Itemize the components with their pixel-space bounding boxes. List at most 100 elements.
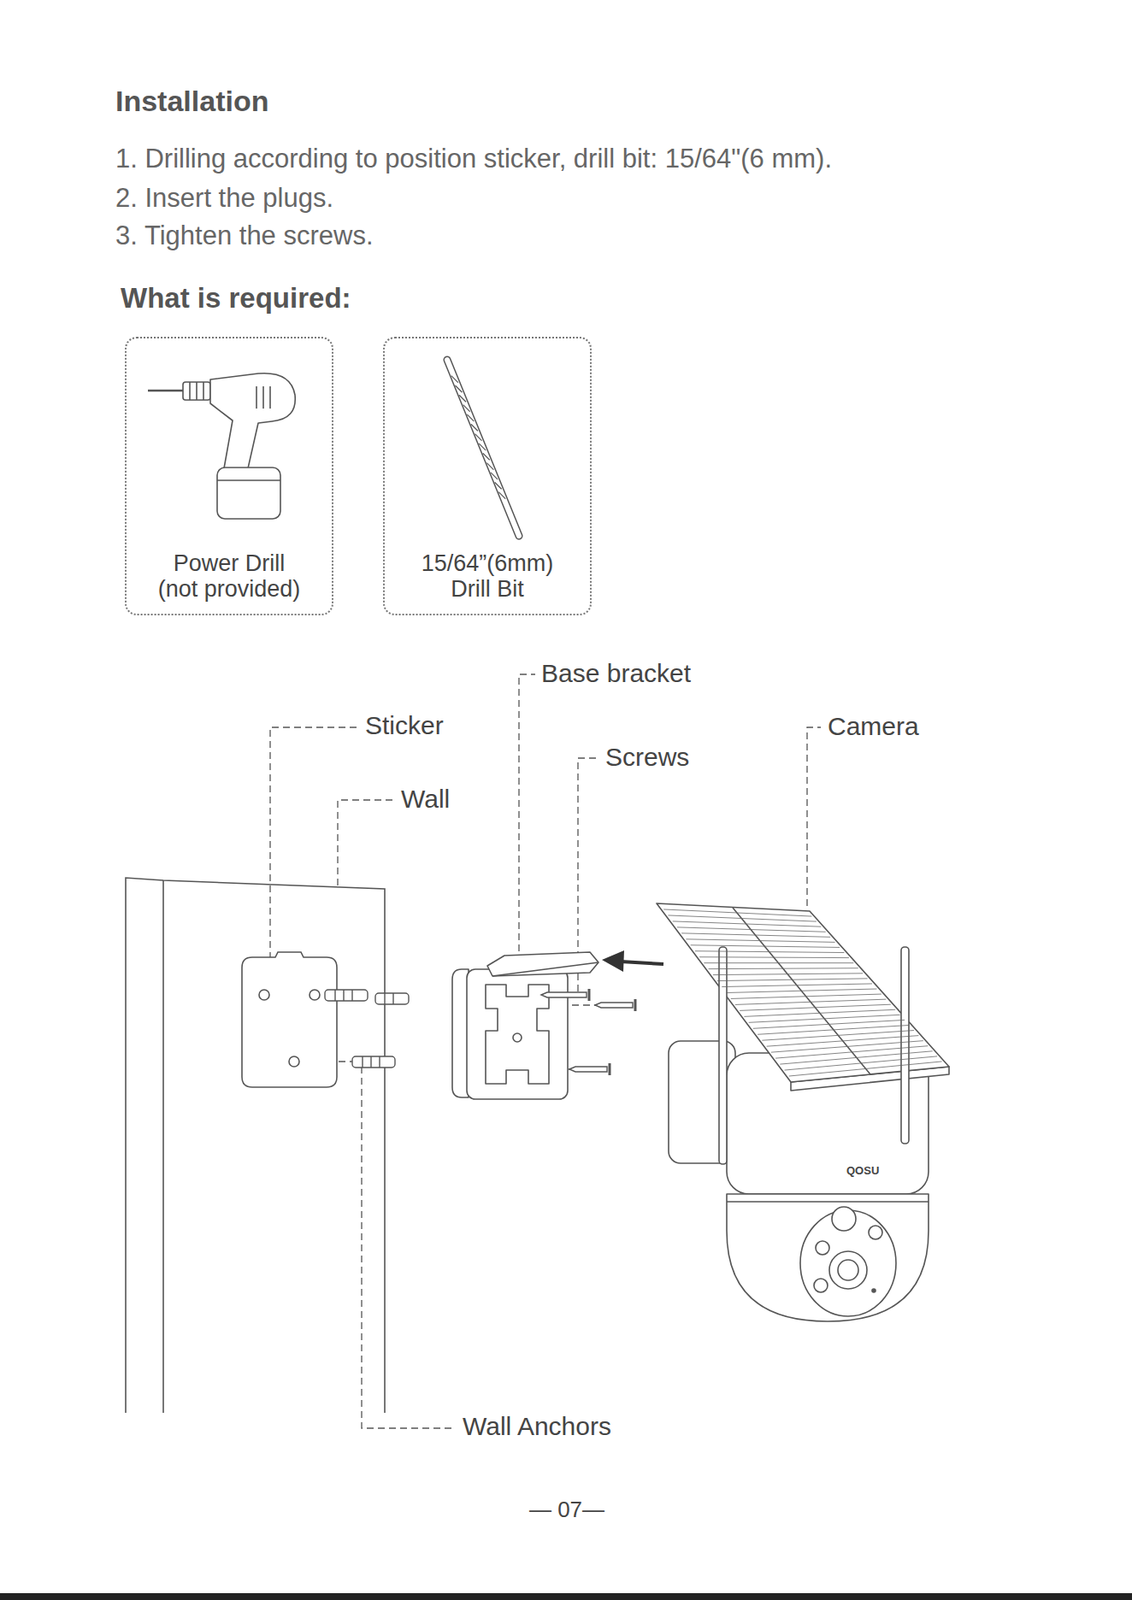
position-sticker-part	[259, 990, 270, 1001]
panel-hatch-part	[699, 956, 849, 959]
position-sticker-part	[309, 990, 320, 1001]
panel-hatch-part	[731, 994, 882, 999]
leader-line	[264, 674, 821, 1429]
screw-part	[588, 989, 591, 1002]
wall-anchor-part	[370, 1056, 372, 1068]
panel-hatch-part	[690, 945, 840, 949]
screw-part	[595, 1002, 633, 1009]
power-drill-part	[188, 382, 191, 401]
requirement-box: Power Drill (not provided)	[124, 336, 334, 616]
panel-hatch-part	[761, 1031, 914, 1042]
camera-part	[726, 1201, 929, 1203]
brand-mark: QOSU	[846, 1165, 879, 1179]
section-heading: What is required:	[120, 282, 352, 315]
wall-anchor-part	[392, 993, 394, 1005]
base-bracket-part	[487, 952, 599, 977]
power-drill-part	[147, 389, 185, 393]
panel-hatch-part	[779, 1051, 932, 1065]
camera-part	[872, 1289, 876, 1293]
screw-part	[634, 999, 637, 1012]
wall-anchor-part	[375, 993, 409, 1005]
instruction-step: 3. Tighten the screws.	[115, 220, 374, 252]
position-sticker-part	[241, 952, 337, 1088]
panel-hatch-part	[735, 999, 886, 1005]
camera-part	[719, 947, 727, 1165]
panel-hatch-part	[743, 1009, 896, 1017]
camera-part	[831, 1207, 856, 1232]
panel-hatch-part	[681, 933, 831, 938]
screw	[541, 989, 636, 1076]
leader-line-part	[337, 800, 396, 886]
panel-hatch-part	[757, 1025, 909, 1035]
drill-bit-part	[451, 376, 459, 384]
panel-hatch-part	[663, 909, 812, 917]
part-label: Sticker	[365, 711, 444, 742]
drill-bit-part	[483, 453, 490, 460]
box-caption: 15/64”(6mm) Drill Bit	[410, 550, 565, 602]
panel-hatch-part	[784, 1056, 938, 1071]
panel-hatch-part	[739, 1004, 891, 1011]
leader-line-part	[518, 674, 536, 963]
instruction-step: 1. Drilling according to position sticke…	[115, 143, 832, 175]
power-drill-part	[217, 467, 281, 519]
drill-bit-part	[498, 492, 506, 500]
camera-part	[829, 1251, 867, 1290]
camera-part	[815, 1241, 830, 1256]
wall-anchor-part	[383, 993, 385, 1005]
base-bracket-part	[512, 1033, 522, 1043]
panel-hatch-part	[695, 951, 845, 954]
panel-hatch-part	[771, 1041, 924, 1054]
panel-hatch-part	[713, 973, 863, 976]
camera-part	[837, 1260, 859, 1281]
panel-hatch-part	[677, 927, 826, 932]
drill-bit	[447, 359, 519, 537]
base-bracket-part	[466, 969, 568, 1100]
power-drill	[147, 373, 295, 519]
camera-part	[901, 947, 909, 1144]
power-drill-part	[182, 382, 211, 401]
camera-part	[726, 1194, 929, 1322]
drill-bit-part	[447, 359, 519, 537]
part-label: Wall	[400, 784, 450, 815]
panel-hatch-part	[766, 1036, 920, 1048]
direction-arrow-part	[601, 950, 625, 973]
panel-hatch	[663, 909, 942, 1077]
camera-part	[813, 1279, 828, 1293]
power-drill-part	[195, 382, 198, 401]
power-drill-part	[217, 479, 281, 482]
base-bracket	[452, 952, 599, 1100]
wall	[125, 878, 385, 1414]
leader-line-part	[807, 727, 821, 907]
drill-bit-part	[490, 472, 498, 480]
leader-line-part	[270, 727, 360, 960]
part-label: Wall Anchors	[462, 1412, 612, 1443]
base-bracket-part	[485, 984, 549, 1085]
camera	[656, 903, 950, 1322]
part-label: Base bracket	[541, 659, 691, 690]
drill-bit-part	[478, 443, 486, 451]
power-drill-part	[255, 386, 258, 409]
part-label: Screws	[605, 742, 690, 773]
drill-bit-part	[495, 482, 502, 490]
wall-anchor-part	[334, 990, 336, 1002]
wall-part	[125, 878, 385, 1414]
panel-hatch-part	[703, 962, 854, 964]
leader-line-part	[361, 1067, 456, 1429]
panel-hatch-part	[672, 921, 822, 927]
power-drill-part	[202, 382, 205, 401]
panel-hatch-part	[775, 1046, 928, 1059]
power-drill-part	[210, 373, 295, 469]
part-label: Camera	[827, 712, 920, 743]
wall-anchor-part	[361, 1056, 363, 1068]
screw-part	[608, 1063, 612, 1076]
position-sticker	[241, 952, 337, 1088]
power-drill-part	[269, 386, 272, 409]
instruction-step: 2. Insert the plugs.	[115, 182, 334, 214]
wall-anchor	[324, 990, 409, 1068]
panel-hatch-part	[717, 978, 868, 982]
screw-part	[569, 1067, 608, 1073]
page-number: — 07—	[507, 1497, 627, 1524]
drill-bit-part	[471, 424, 478, 431]
drill-bit-part	[447, 359, 519, 537]
